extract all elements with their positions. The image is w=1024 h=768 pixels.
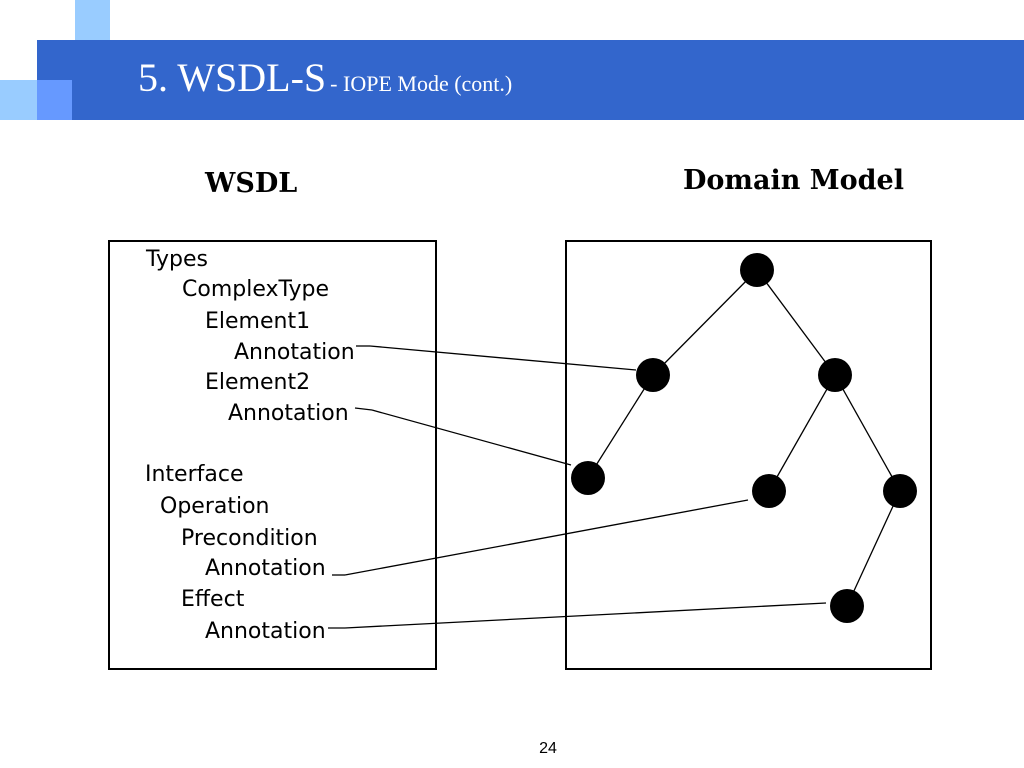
- wsdl-line-operation: Operation: [160, 494, 269, 519]
- wsdl-line-interface: Interface: [145, 462, 244, 487]
- tree-node-root: [740, 253, 774, 287]
- wsdl-box: [108, 240, 437, 670]
- wsdl-heading: WSDL: [205, 168, 298, 199]
- tree-node-left-child: [636, 358, 670, 392]
- wsdl-line-types: Types: [145, 247, 208, 272]
- tree-node-left-leaf: [571, 461, 605, 495]
- tree-edge-right-middle: [768, 374, 836, 492]
- wsdl-line-annotation-1: Annotation: [234, 340, 355, 365]
- link-annotation-2: [371, 409, 572, 466]
- decor-square-left: [0, 80, 37, 120]
- tree-node-bottom-leaf: [830, 589, 864, 623]
- domain-model-heading: Domain Model: [683, 165, 904, 196]
- slide-title-main: 5. WSDL-S: [138, 55, 327, 100]
- tree-edge-left-leaf: [587, 374, 654, 479]
- tree-edge-right-right: [834, 374, 901, 492]
- tree-node-middle-leaf: [752, 474, 786, 508]
- wsdl-line-element2: Element2: [205, 370, 310, 395]
- wsdl-line-annotation-2: Annotation: [228, 401, 349, 426]
- decor-square-top: [75, 0, 110, 42]
- wsdl-line-annotation-4: Annotation: [205, 619, 326, 644]
- link-annotation-3: [344, 499, 749, 576]
- link-annotation-4: [344, 602, 827, 629]
- domain-model-box: [565, 240, 932, 670]
- wsdl-line-complextype: ComplexType: [182, 277, 329, 302]
- tree-edge-root-right: [756, 269, 836, 376]
- tree-edge-right-bottom: [846, 490, 901, 607]
- wsdl-line-effect: Effect: [181, 587, 245, 612]
- tree-edge-root-left: [652, 269, 758, 376]
- page-number: 24: [539, 740, 557, 757]
- link-annotation-2: [354, 407, 373, 411]
- decor-square-inner: [37, 80, 72, 120]
- slide-title: 5. WSDL-S - IOPE Mode (cont.): [138, 54, 512, 101]
- slide-title-sub: - IOPE Mode (cont.): [330, 71, 513, 96]
- tree-node-right-child: [818, 358, 852, 392]
- wsdl-line-element1: Element1: [205, 309, 310, 334]
- link-annotation-1: [369, 345, 637, 371]
- wsdl-line-precondition: Precondition: [181, 526, 318, 551]
- wsdl-line-annotation-3: Annotation: [205, 556, 326, 581]
- title-bar: [37, 40, 1024, 120]
- tree-node-right-leaf: [883, 474, 917, 508]
